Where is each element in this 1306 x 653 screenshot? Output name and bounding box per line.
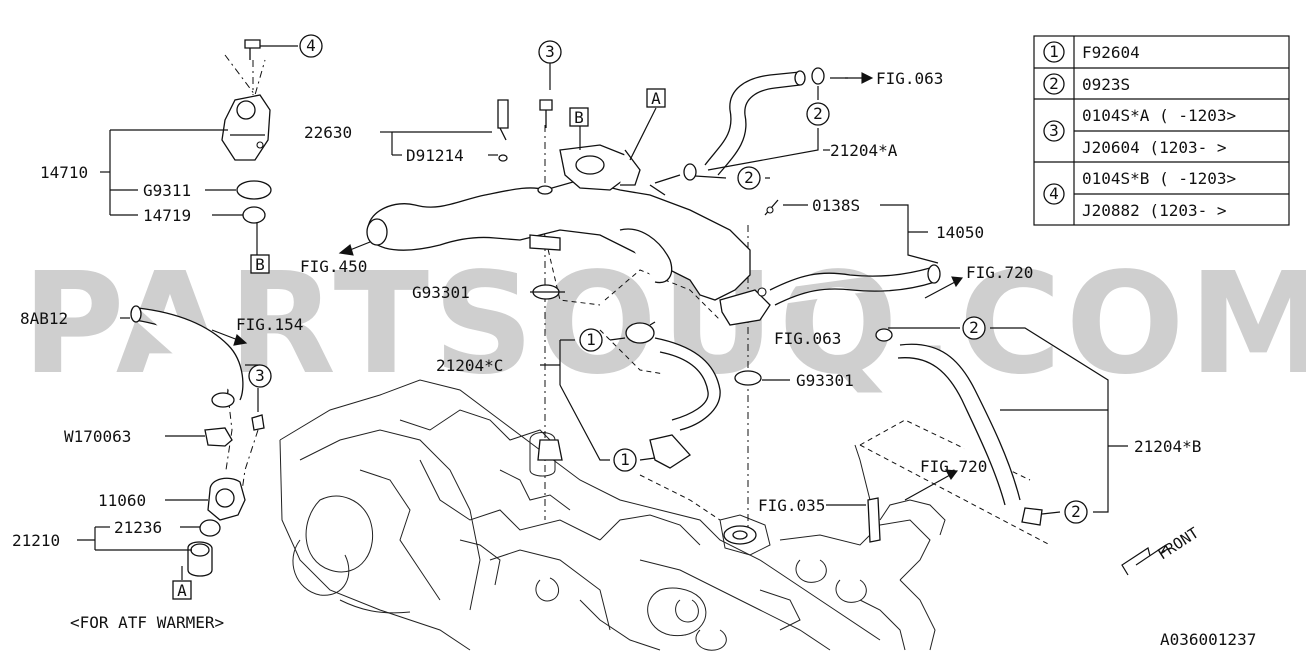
arrows	[211, 72, 1171, 576]
diagram-id: A036001237	[1160, 630, 1256, 649]
legend-table: 1 2 3 4 F92604 0923S 0104S*A ( -1203> J2…	[1033, 35, 1290, 226]
label-fig154: FIG.154	[236, 315, 303, 334]
callout-2-b: 2	[744, 168, 754, 187]
callout-1-a: 1	[586, 330, 596, 349]
label-fig720-b: FIG.720	[920, 457, 987, 476]
label-8ab12: 8AB12	[20, 309, 68, 328]
hose-8ab12	[130, 305, 244, 408]
legend-num-4: 4	[1049, 184, 1059, 203]
callout-2-a: 2	[813, 104, 823, 123]
label-11060: 11060	[98, 491, 146, 510]
label-fig063-mid: FIG.063	[774, 329, 841, 348]
legend-row-3b: J20604 (1203- >	[1082, 138, 1227, 157]
label-21204a: 21204*A	[830, 141, 898, 160]
legend-row-3a: 0104S*A ( -1203>	[1082, 106, 1236, 125]
leader-lines	[77, 45, 1128, 580]
label-d91214: D91214	[406, 146, 464, 165]
callout-3-mid: 3	[255, 366, 265, 385]
callouts: 4 3 2 2 1 1 3 2 2	[248, 34, 1088, 524]
label-fig450: FIG.450	[300, 257, 367, 276]
legend-num-3: 3	[1049, 121, 1059, 140]
thermostat-housing-top	[221, 39, 272, 224]
label-14710: 14710	[40, 163, 88, 182]
legend-row-1a: F92604	[1082, 43, 1140, 62]
label-21204b: 21204*B	[1134, 437, 1201, 456]
atf-warmer-note: <FOR ATF WARMER>	[70, 613, 224, 632]
callout-2-c: 2	[969, 318, 979, 337]
legend-row-4a: 0104S*B ( -1203>	[1082, 169, 1236, 188]
water-pipe-main	[366, 144, 779, 326]
label-14050: 14050	[936, 223, 984, 242]
front-arrow-icon	[1135, 544, 1171, 566]
label-0138s: 0138S	[812, 196, 860, 215]
legend-num-1: 1	[1049, 42, 1059, 61]
label-g93301-b: G93301	[796, 371, 854, 390]
bolts	[497, 99, 553, 162]
hose-21204c	[625, 321, 721, 469]
box-a-bottom: A	[177, 581, 187, 600]
callout-2-d: 2	[1071, 502, 1081, 521]
hose-top-right	[654, 67, 825, 184]
box-a-top: A	[651, 89, 661, 108]
water-pipe-lower-parts	[187, 284, 881, 577]
label-fig035: FIG.035	[758, 496, 825, 515]
callout-1-b: 1	[620, 450, 630, 469]
engine-block-drawing	[279, 379, 946, 651]
box-b-top: B	[574, 108, 584, 127]
front-label: FRONT	[1154, 524, 1202, 564]
label-14719: 14719	[143, 206, 191, 225]
box-b-left: B	[255, 255, 265, 274]
part-labels: 14710 G9311 14719 22630 D91214 FIG.063 2…	[12, 69, 1256, 649]
label-21204c: 21204*C	[436, 356, 503, 375]
label-fig720-a: FIG.720	[966, 263, 1033, 282]
hose-21204b	[875, 328, 1043, 526]
legend-row-2a: 0923S	[1082, 75, 1130, 94]
label-g9311: G9311	[143, 181, 191, 200]
label-fig063-top: FIG.063	[876, 69, 943, 88]
label-g93301-a: G93301	[412, 283, 470, 302]
hose-right-14050	[769, 264, 941, 306]
legend-num-2: 2	[1049, 74, 1059, 93]
label-22630: 22630	[304, 123, 352, 142]
legend-row-4b: J20882 (1203- >	[1082, 201, 1227, 220]
callout-4-top: 4	[306, 36, 316, 55]
callout-3-top: 3	[545, 42, 555, 61]
label-21210: 21210	[12, 531, 60, 550]
boxed-letters: A B B A	[172, 88, 666, 600]
label-21236: 21236	[114, 518, 162, 537]
label-w170063: W170063	[64, 427, 131, 446]
